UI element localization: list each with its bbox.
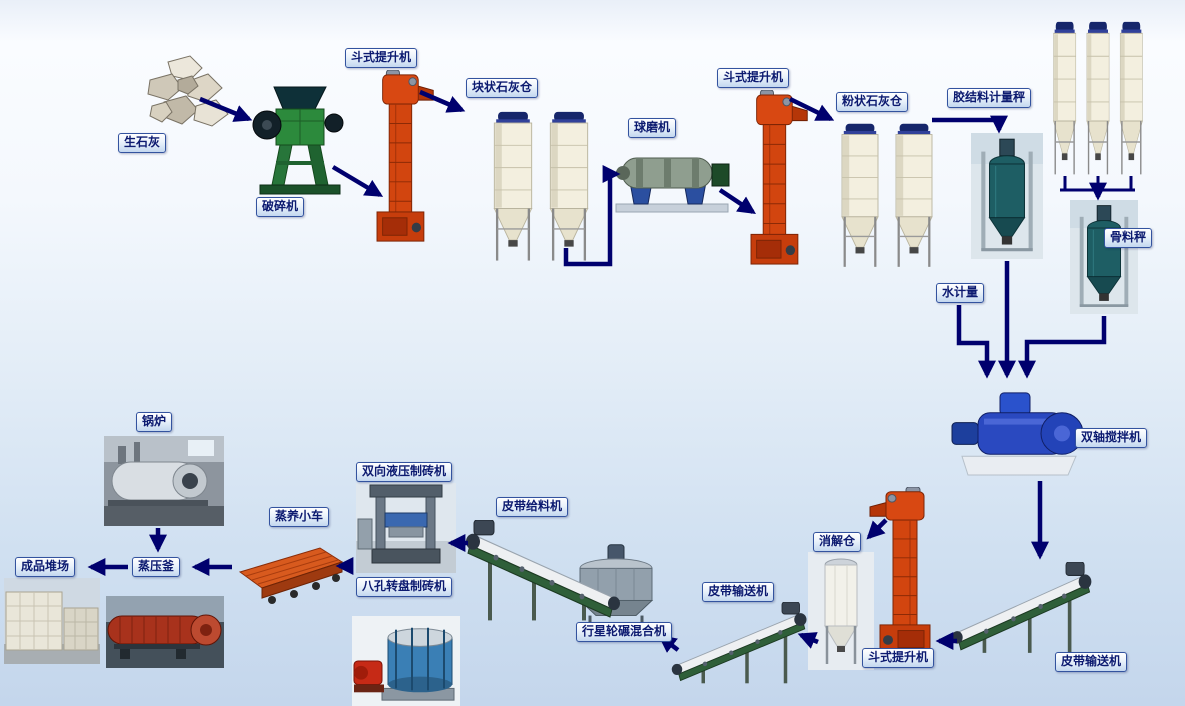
label-aggregate-scale: 骨料秤 — [1104, 228, 1153, 248]
label-finished-product-yard: 成品堆场 — [15, 557, 76, 577]
hydraulic-brick-machine-image — [356, 483, 456, 573]
label-autoclave: 蒸压釜 — [132, 557, 181, 577]
label-belt-conveyor-mid: 皮带输送机 — [702, 582, 775, 602]
boiler-photo — [104, 436, 224, 526]
label-planetary-wheel-mixer: 行星轮碾混合机 — [576, 622, 673, 642]
silo-pair-icon — [840, 122, 934, 268]
lump-lime-silos-image — [485, 110, 597, 268]
label-steam-curing-trolley: 蒸养小车 — [269, 507, 330, 527]
mixer-icon — [948, 383, 1088, 480]
trolley-icon — [236, 538, 346, 608]
bucket-elevator-icon — [866, 487, 946, 657]
label-twin-shaft-mixer: 双轴搅拌机 — [1075, 428, 1148, 448]
powder-lime-silos-image — [833, 122, 941, 274]
label-slaking-silo: 消解仓 — [813, 532, 862, 552]
label-bucket-elevator-2: 斗式提升机 — [717, 68, 790, 88]
autoclave-photo — [106, 596, 224, 668]
jaw-crusher-image — [250, 85, 350, 197]
conveyor-icon — [950, 562, 1095, 657]
rotary-brick-machine-image — [352, 616, 460, 706]
label-crusher: 破碎机 — [256, 197, 305, 217]
bucket-elevator-2-image — [736, 90, 811, 268]
arrow-aggregate-scale-to-mixer — [1018, 316, 1107, 379]
label-belt-feeder: 皮带给料机 — [496, 497, 569, 517]
twin-shaft-mixer-image — [948, 383, 1088, 480]
binder-scale-image — [971, 133, 1043, 259]
conveyor-icon — [670, 602, 810, 687]
brick-stacks-icon — [4, 578, 100, 664]
metering-tank-icon — [1070, 200, 1138, 314]
label-belt-conveyor-right: 皮带输送机 — [1055, 652, 1128, 672]
curing-trolley-image — [236, 538, 346, 608]
silo-pair-icon — [493, 110, 589, 262]
arrow-powder-silo-to-binder-scale — [932, 115, 1008, 134]
ball-mill-image — [612, 140, 732, 215]
bucket-elevator-icon — [736, 90, 811, 268]
crusher-icon — [250, 85, 350, 197]
hydraulic-press-icon — [356, 483, 456, 573]
boiler-icon — [104, 436, 224, 526]
belt-conveyor-right-image — [950, 562, 1095, 657]
metering-tank-icon — [971, 133, 1043, 259]
label-binder-metering-scale: 胶结料计量秤 — [947, 88, 1032, 108]
bucket-elevator-icon — [362, 70, 437, 245]
arrow-water-to-mixer — [956, 305, 996, 379]
label-powder-lime-silo: 粉状石灰仓 — [836, 92, 909, 112]
quicklime-rocks-image — [140, 52, 235, 137]
rocks-icon — [140, 52, 235, 137]
label-water-metering: 水计量 — [936, 283, 985, 303]
bucket-elevator-1-image — [362, 70, 437, 245]
product-yard-photo — [4, 578, 100, 664]
label-lump-lime-silo: 块状石灰仓 — [466, 78, 539, 98]
label-boiler: 锅炉 — [136, 412, 173, 432]
belt-conveyor-mid-image — [670, 602, 810, 687]
belt-feeder-image — [462, 520, 622, 625]
label-ball-mill: 球磨机 — [628, 118, 677, 138]
label-bucket-elevator-3: 斗式提升机 — [862, 648, 935, 668]
aggregate-scale-image — [1070, 200, 1138, 314]
rotary-press-icon — [352, 616, 460, 706]
storage-silos-image — [1048, 20, 1148, 182]
ball-mill-icon — [612, 140, 732, 215]
label-hydraulic-brick-machine: 双向液压制砖机 — [356, 462, 453, 482]
conveyor-icon — [462, 520, 622, 625]
bucket-elevator-3-image — [866, 487, 946, 657]
autoclave-icon — [106, 596, 224, 668]
label-quicklime: 生石灰 — [118, 133, 167, 153]
label-bucket-elevator-1: 斗式提升机 — [345, 48, 418, 68]
label-rotary-brick-machine: 八孔转盘制砖机 — [356, 577, 453, 597]
silo-trio-icon — [1052, 20, 1144, 176]
